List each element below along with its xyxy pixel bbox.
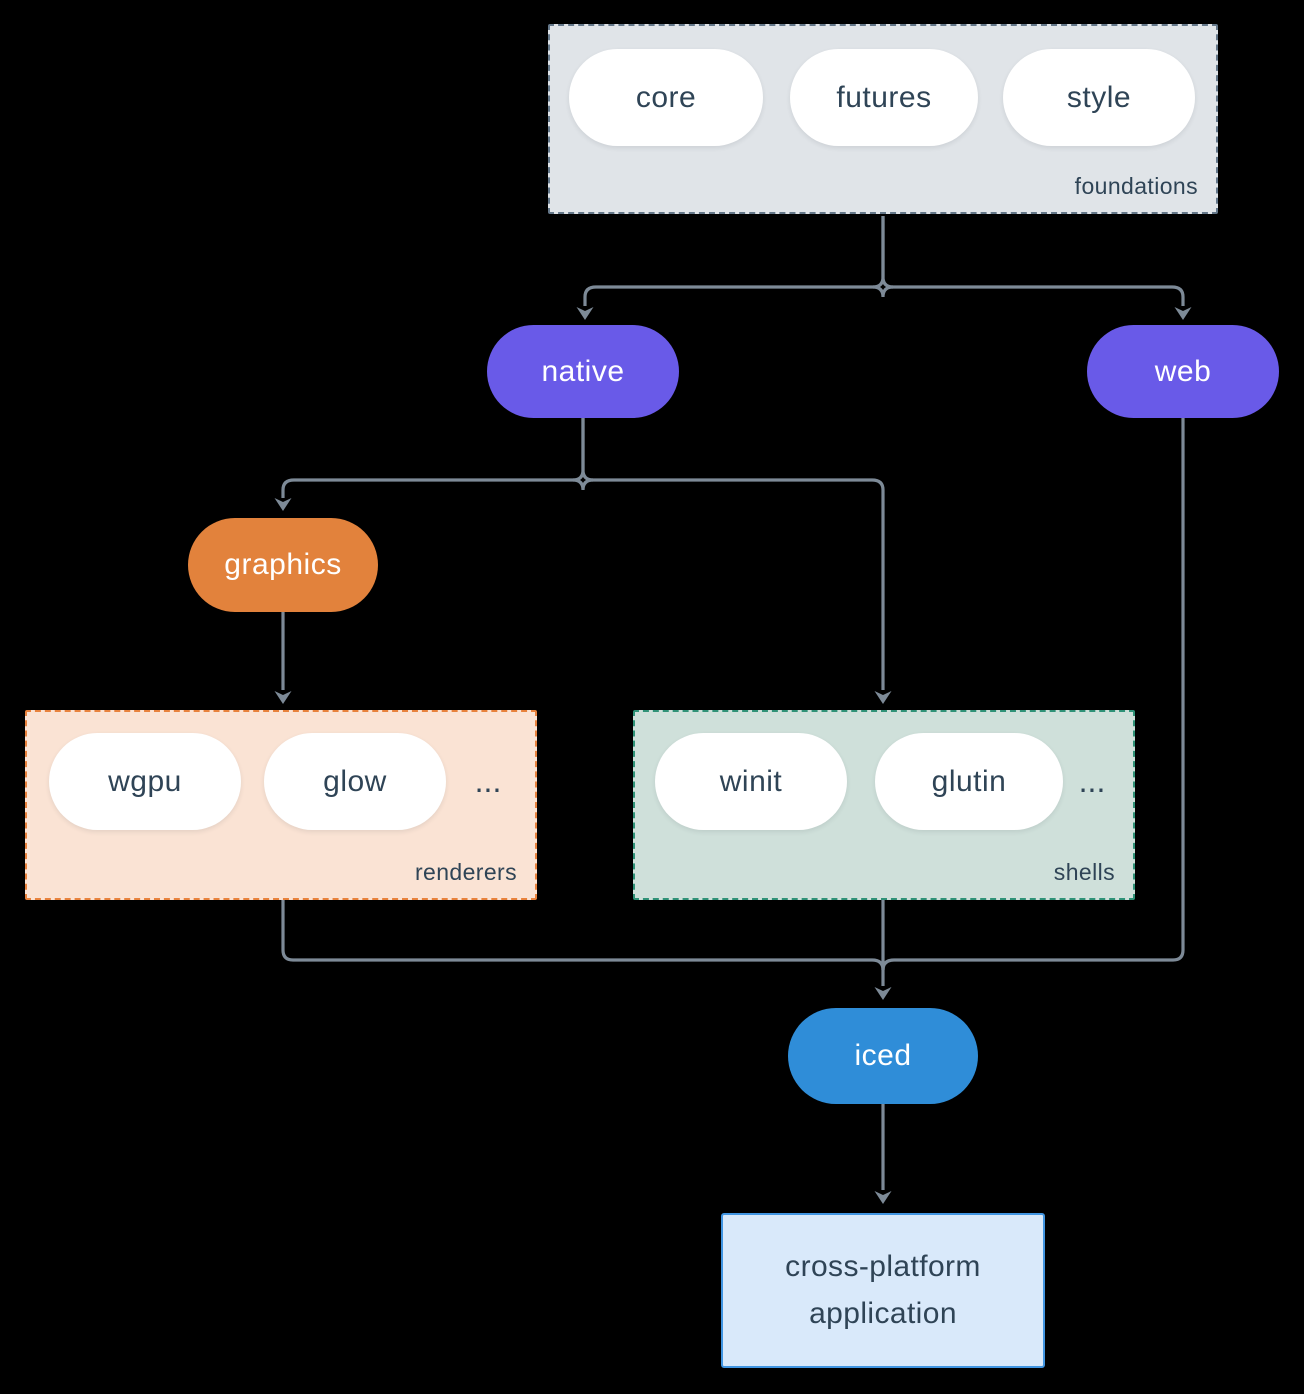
app-label-line1: cross-platform [785,1250,981,1283]
arrowhead-shells [874,691,892,704]
node-style: style [1003,49,1195,146]
node-glow: glow [264,733,446,830]
arrowhead-graphics [274,498,292,511]
arrowhead-renderers [274,691,292,704]
edge-native-to-graphics [281,418,585,498]
node-futures: futures [790,49,978,146]
node-iced: iced [788,1008,978,1104]
node-wgpu: wgpu [49,733,241,830]
renderers-ellipsis: ... [474,763,502,799]
edge-junction-notch-native [572,478,594,491]
node-winit: winit [655,733,847,830]
node-graphics: graphics [188,518,378,612]
edge-foundations-to-native [583,216,885,306]
group-renderers-label: renderers [414,859,517,885]
arrowhead-native [576,307,594,320]
shells-ellipsis: ... [1078,763,1106,799]
node-core: core [569,49,763,146]
edge-native-to-shells [581,418,885,690]
arrowhead-web [1174,307,1192,320]
arrowhead-iced [874,987,892,1000]
edge-junction-notch-top [872,285,894,298]
edge-renderers-to-iced [281,900,885,971]
app-label-line2: application [809,1296,957,1330]
arrowhead-app [874,1191,892,1204]
edge-foundations-to-web [881,216,1185,306]
group-foundations-label: foundations [1074,173,1198,199]
group-shells-label: shells [1053,859,1115,885]
node-web: web [1087,325,1279,418]
node-native: native [487,325,679,418]
node-cross-platform-application: cross-platform application [721,1213,1045,1368]
node-glutin: glutin [875,733,1063,830]
